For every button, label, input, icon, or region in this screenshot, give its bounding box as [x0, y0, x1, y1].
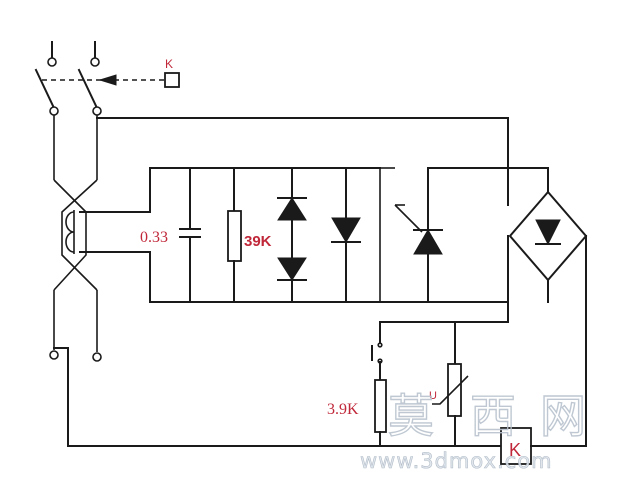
switch-blade-right	[77, 68, 99, 110]
watermark-char-1: 莫	[388, 389, 434, 443]
trip-arrow-icon	[98, 74, 117, 86]
resistor-3-9k: 3.9K	[327, 379, 387, 447]
switch-bottom-terminal-left	[49, 106, 59, 116]
conductors	[49, 115, 511, 447]
capacitor-0-33: 0.33	[140, 167, 201, 303]
output-terminal-left	[49, 350, 59, 360]
main-switch	[34, 41, 165, 116]
output-terminal-right	[92, 352, 102, 362]
watermark: 莫 西 网 www.3dmox.com	[360, 388, 587, 473]
varistor-label: U	[429, 390, 437, 402]
switch-top-terminal-left	[47, 57, 57, 67]
diode	[331, 167, 361, 303]
trip-relay-k-top: K	[164, 57, 180, 88]
varistor: U	[429, 321, 469, 447]
watermark-char-3: 网	[540, 389, 586, 443]
watermark-char-2: 西	[470, 389, 516, 443]
bridge-rectifier	[507, 167, 588, 447]
zener-diode-pair	[277, 167, 307, 303]
trip-relay-k-bottom: K	[500, 427, 587, 465]
switch-blade-left	[34, 68, 56, 110]
thyristor-icon	[413, 229, 443, 255]
diode-icon	[331, 217, 361, 243]
resistor-39k: 39K	[227, 167, 272, 303]
test-button	[371, 342, 383, 364]
sensing-network: 0.33 39K	[79, 167, 549, 303]
relay-label-bottom: K	[509, 440, 521, 460]
resistor-3-9k-label: 3.9K	[327, 401, 359, 418]
bridge-diode-icon	[535, 219, 561, 246]
switch-bottom-terminal-right	[92, 106, 102, 116]
zener-lower-icon	[277, 257, 307, 281]
switch-top-terminal-right	[90, 57, 100, 67]
relay-label-top: K	[165, 57, 173, 71]
thyristor-scr	[379, 167, 443, 303]
resistor-39k-label: 39K	[244, 233, 272, 250]
zener-upper-icon	[277, 197, 307, 221]
watermark-url: www.3dmox.com	[360, 449, 553, 473]
test-circuit: 3.9K U	[327, 321, 509, 447]
capacitor-label: 0.33	[140, 229, 168, 246]
current-transformer-coil	[65, 210, 75, 254]
